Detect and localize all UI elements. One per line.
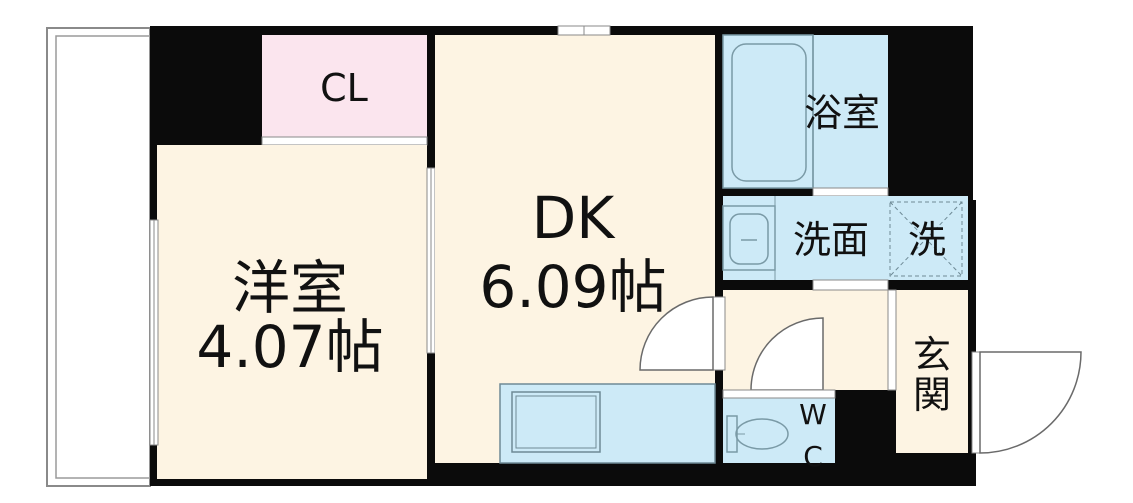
toilet-door bbox=[722, 389, 836, 399]
entrance-wall bbox=[968, 200, 976, 486]
entrance-label-1: 玄 bbox=[913, 333, 951, 377]
closet-area bbox=[262, 35, 427, 137]
dk-name: DK bbox=[532, 184, 617, 252]
western-room-name: 洋室 bbox=[232, 254, 348, 322]
washer-label: 洗 bbox=[908, 218, 946, 262]
dk-door-swing bbox=[639, 296, 714, 371]
toilet-room bbox=[723, 398, 835, 463]
partition-sliding-door bbox=[426, 167, 436, 354]
front-door-swing bbox=[979, 351, 1082, 454]
dk-size: 6.09帖 bbox=[479, 253, 666, 321]
closet-door-line bbox=[261, 136, 428, 146]
western-room-window bbox=[149, 219, 159, 446]
entrance-label-2: 関 bbox=[913, 373, 951, 417]
entrance-area bbox=[896, 290, 968, 453]
western-room-area bbox=[157, 145, 427, 479]
western-room-size: 4.07帖 bbox=[196, 313, 383, 381]
washroom-door bbox=[812, 279, 889, 291]
toilet-label-w: W bbox=[799, 398, 827, 431]
dk-hall-opening bbox=[712, 296, 726, 371]
bathroom-door bbox=[812, 187, 889, 197]
washer-space bbox=[889, 201, 963, 277]
washroom-label: 洗面 bbox=[793, 218, 869, 262]
front-door-opening bbox=[971, 351, 981, 454]
bathroom bbox=[722, 34, 888, 189]
bathroom-label: 浴室 bbox=[804, 91, 880, 135]
kitchen-counter bbox=[499, 383, 716, 464]
dk-window bbox=[557, 25, 611, 36]
hall-door-swing bbox=[750, 317, 824, 391]
toilet-label-c: C bbox=[803, 440, 823, 473]
entrance-step-line bbox=[887, 289, 897, 391]
closet-label: CL bbox=[320, 66, 368, 110]
balcony bbox=[46, 27, 151, 487]
